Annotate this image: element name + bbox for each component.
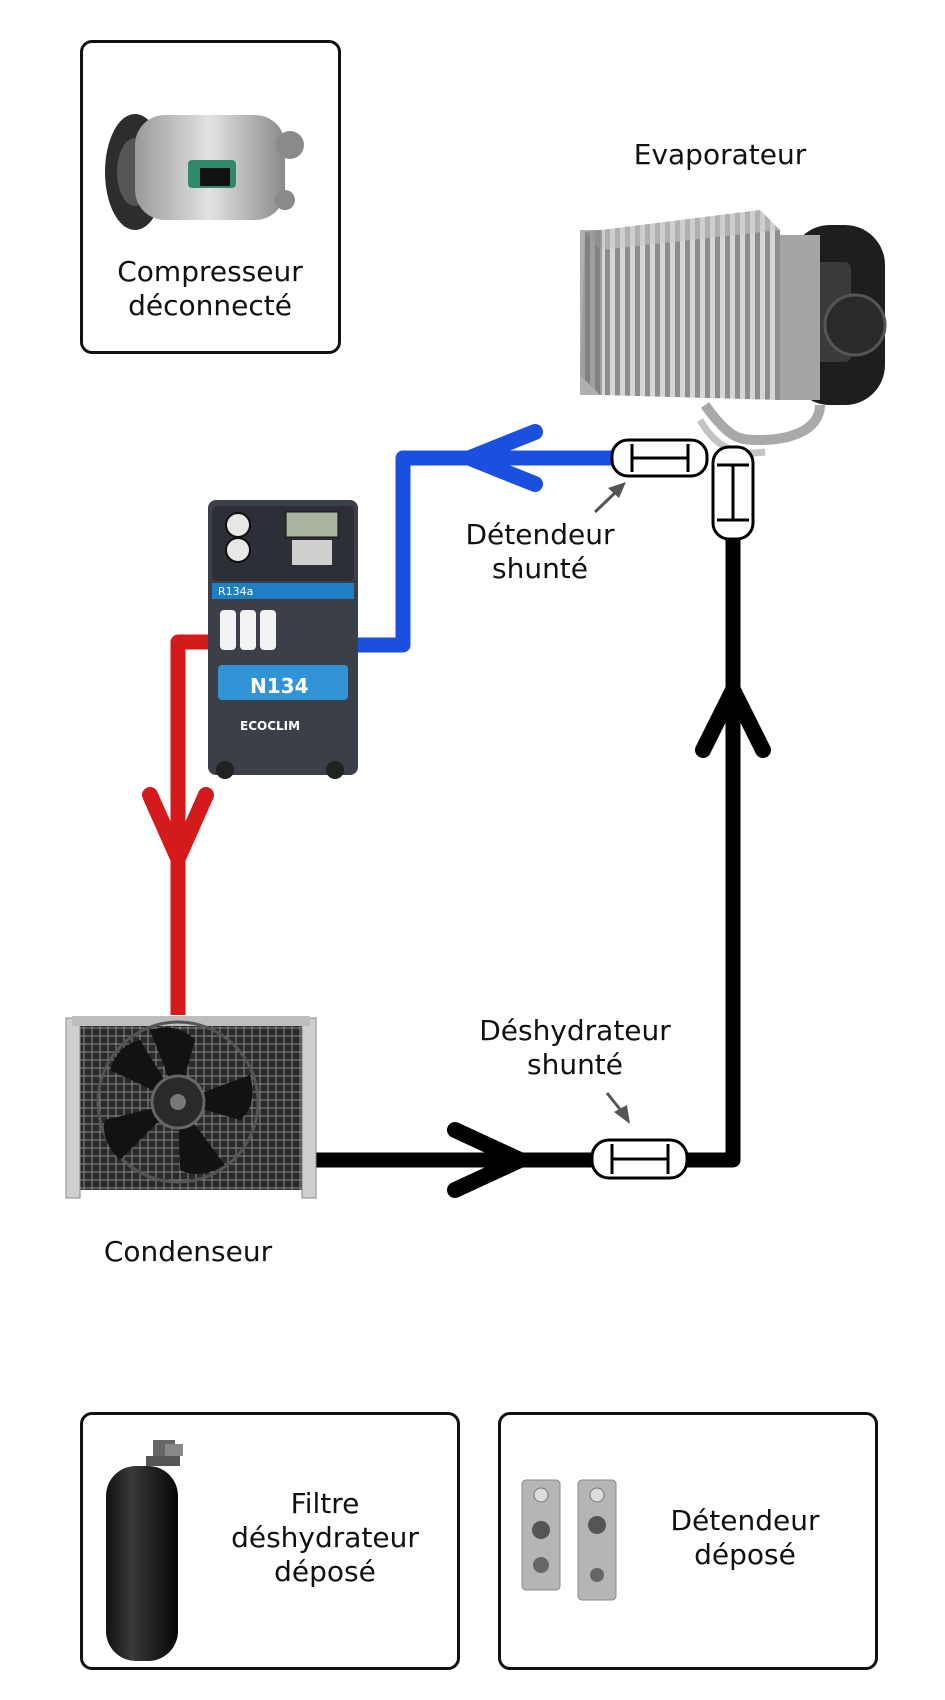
detendeur-depose-line2: déposé (694, 1538, 796, 1571)
deshydrateur-shunte-line2: shunté (526, 1048, 624, 1081)
detendeur-depose-line1: Détendeur (670, 1504, 820, 1537)
compressor-icon (105, 114, 304, 230)
machine-brand-name: ECOCLIM (240, 719, 300, 733)
expansion-valve-icon (521, 1479, 617, 1601)
compresseur-label-line2: déconnecté (128, 289, 292, 322)
detendeur-shunt-connector (610, 438, 709, 478)
condenser-image (65, 1016, 317, 1199)
filtre-depose-label: Filtre déshydrateur déposé (215, 1487, 435, 1589)
evaporateur-label-text: Evaporateur (633, 138, 807, 171)
deshydrateur-pointer-arrow (605, 1092, 630, 1124)
machine-model-badge: R134a (218, 585, 253, 598)
compresseur-label: Compresseur déconnecté (85, 255, 335, 323)
high-pressure-liquid-line (305, 537, 741, 1168)
detendeur-pointer-arrow (593, 482, 626, 514)
filtre-line2: déshydrateur (231, 1521, 419, 1554)
flow-arrow-right (447, 1122, 528, 1198)
condenseur-label-text: Condenseur (103, 1235, 273, 1268)
flow-arrow-left (462, 424, 543, 492)
compresseur-label-line1: Compresseur (117, 255, 303, 288)
condenseur-label: Condenseur (78, 1235, 298, 1269)
machine-brand-panel: N134 (250, 674, 309, 698)
evaporator-outlet-connector (711, 445, 755, 541)
evaporateur-label: Evaporateur (600, 138, 840, 172)
detendeur-shunte-label: Détendeur shunté (440, 518, 640, 586)
detendeur-depose-label: Détendeur déposé (640, 1504, 850, 1572)
ac-station-image (208, 500, 358, 779)
filtre-line3: déposé (274, 1555, 376, 1588)
detendeur-shunte-line2: shunté (491, 552, 589, 585)
detendeur-shunte-line1: Détendeur (465, 518, 615, 551)
flow-arrow-up (695, 682, 771, 758)
deshydrateur-shunte-label: Déshydrateur shunté (460, 1014, 690, 1082)
evaporator-image (580, 210, 887, 457)
detendeur-depose-box (498, 1412, 878, 1670)
flow-arrow-down (142, 787, 214, 866)
filtre-line1: Filtre (290, 1487, 360, 1520)
dryer-icon (106, 1440, 183, 1661)
deshydrateur-shunte-line1: Déshydrateur (479, 1014, 671, 1047)
deshydrateur-shunt-connector (590, 1138, 689, 1180)
